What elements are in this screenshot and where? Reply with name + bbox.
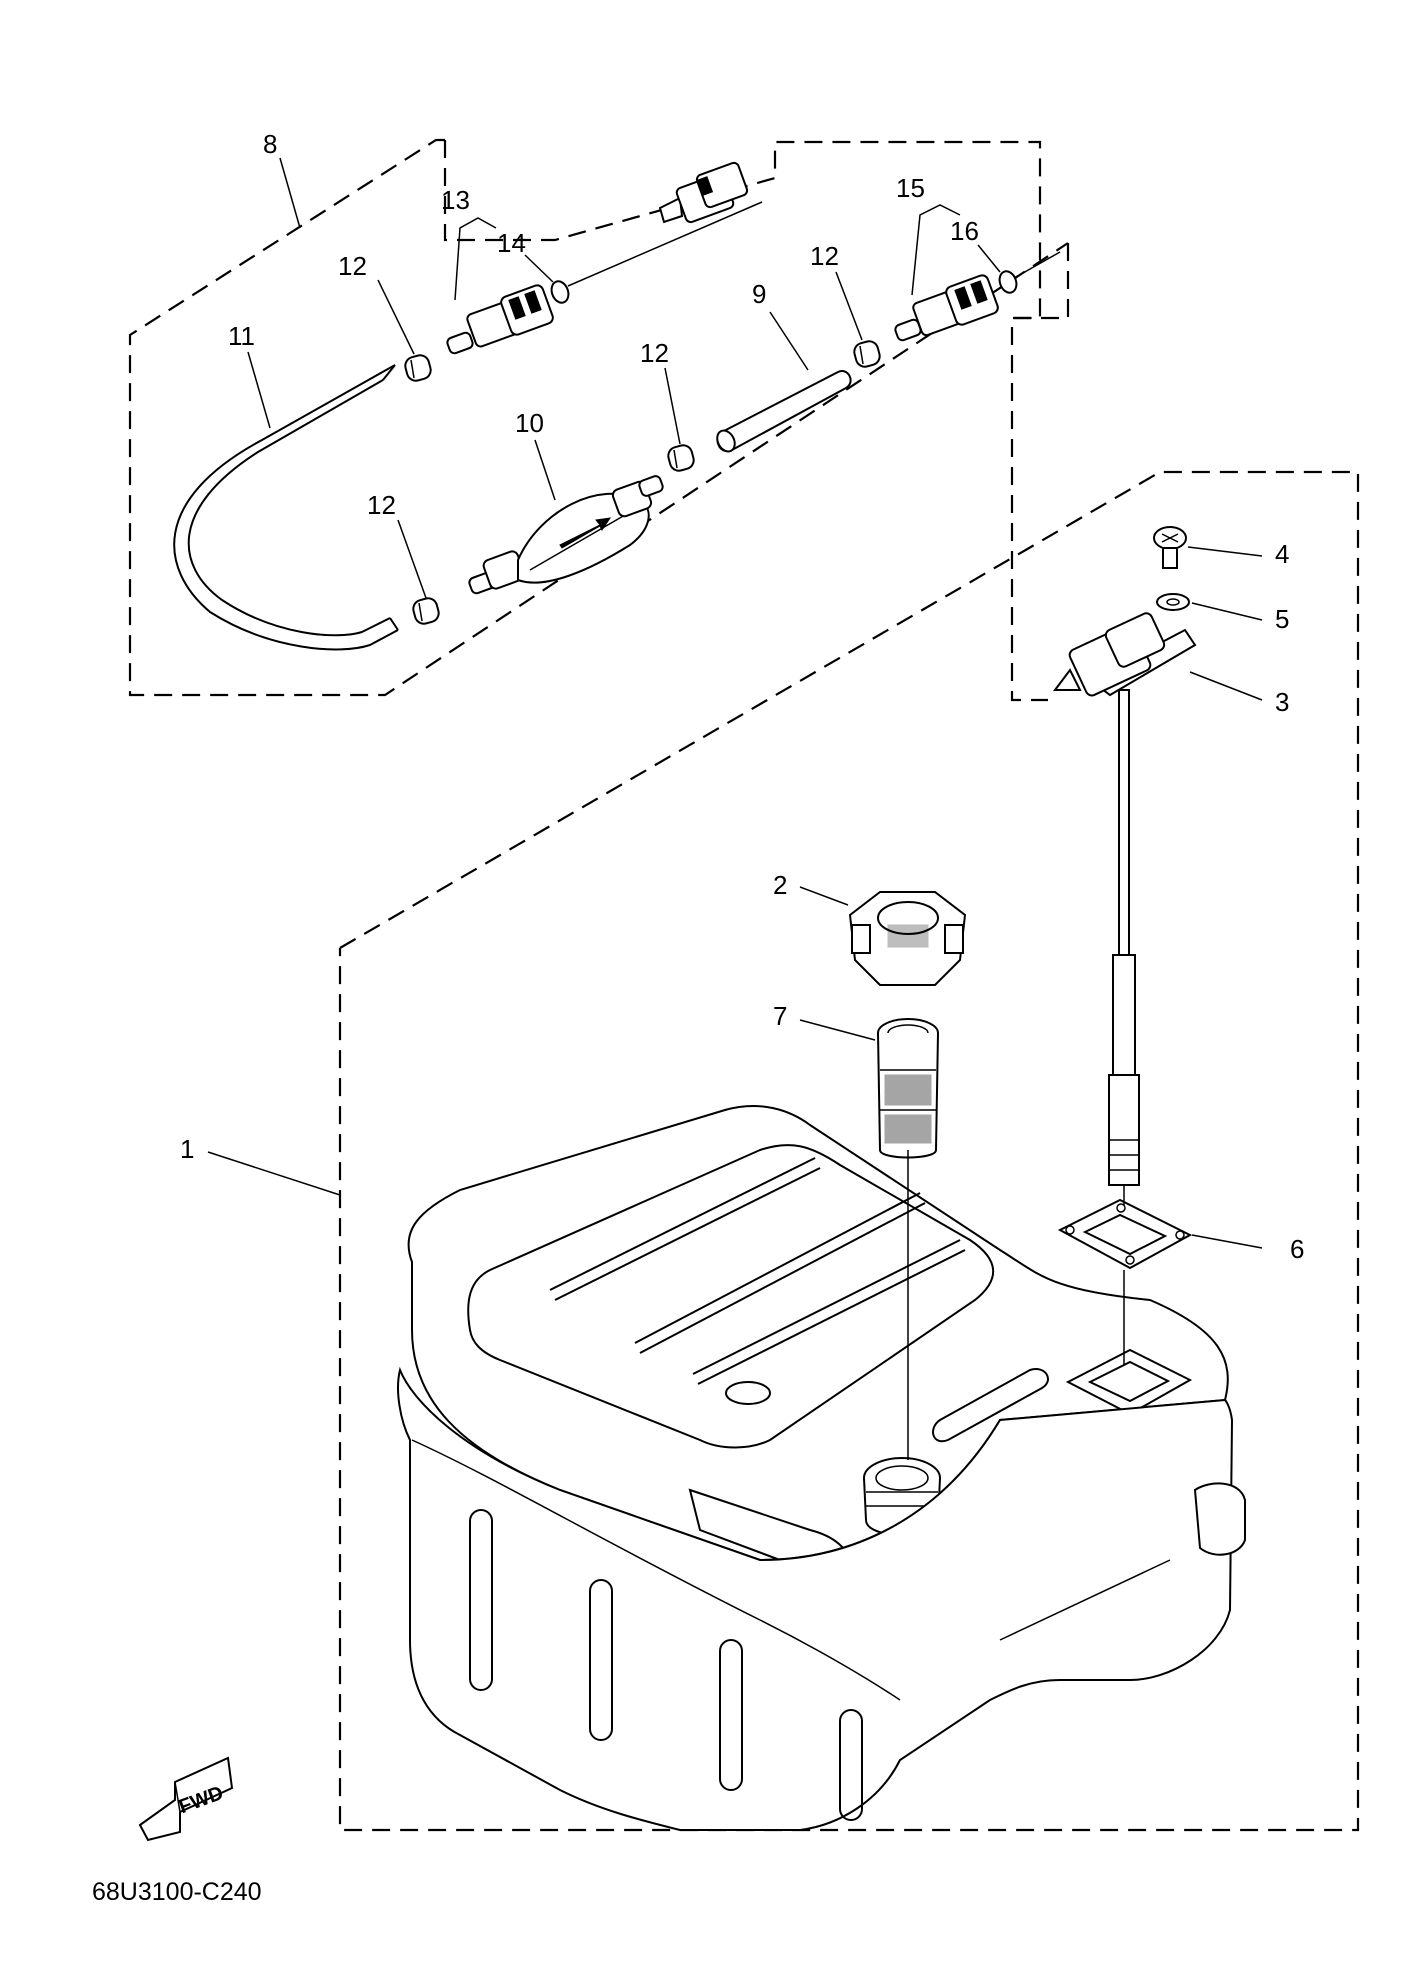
tank-assembly-outline xyxy=(338,243,1360,1832)
fuel-tank xyxy=(397,1104,1246,1831)
callout-13: 13 xyxy=(441,185,470,215)
fuel-hose-loop xyxy=(173,364,399,651)
hose-clamp-bottom-left xyxy=(412,597,440,625)
callout-8: 8 xyxy=(263,129,277,159)
callout-2: 2 xyxy=(773,870,787,900)
o-ring-right xyxy=(998,270,1018,294)
callout-14: 14 xyxy=(497,228,526,258)
gauge-gasket xyxy=(1057,1198,1193,1270)
callout-12-b: 12 xyxy=(367,490,396,520)
primer-bulb xyxy=(468,475,664,595)
washer xyxy=(1156,593,1190,611)
engine-side-connector xyxy=(658,161,749,224)
hose-connector-left xyxy=(446,284,554,355)
callout-4: 4 xyxy=(1275,539,1289,569)
callout-15: 15 xyxy=(896,173,925,203)
callout-5: 5 xyxy=(1275,604,1289,634)
hose-clamp-right xyxy=(853,340,881,368)
callout-12-c: 12 xyxy=(640,338,669,368)
callout-1: 1 xyxy=(180,1134,194,1164)
callout-3: 3 xyxy=(1275,687,1289,717)
fwd-direction-arrow: FWD xyxy=(138,1756,234,1842)
leader-lines xyxy=(207,157,1263,1249)
hose-clamp-middle xyxy=(667,444,695,472)
callout-7: 7 xyxy=(773,1001,787,1031)
hose-assembly-outline xyxy=(128,138,1069,697)
hose-clamp-top-left xyxy=(404,354,432,382)
callout-12-d: 12 xyxy=(810,241,839,271)
fuel-hose-short xyxy=(716,370,852,453)
callout-11: 11 xyxy=(228,321,255,351)
o-ring-left xyxy=(550,280,570,304)
hose-connector-right xyxy=(894,274,999,342)
drawing-code: 68U3100-C240 xyxy=(92,1878,262,1906)
callouts: 1 2 3 4 5 6 7 8 9 10 11 12 12 12 12 13 1… xyxy=(180,129,1304,1264)
callout-10: 10 xyxy=(515,408,544,438)
callout-6: 6 xyxy=(1290,1234,1304,1264)
callout-16: 16 xyxy=(950,216,979,246)
callout-12-a: 12 xyxy=(338,251,367,281)
filler-strainer xyxy=(877,1018,939,1159)
callout-9: 9 xyxy=(752,279,766,309)
filler-cap xyxy=(848,891,967,986)
screw xyxy=(1153,526,1187,569)
fuel-gauge-unit xyxy=(1053,612,1197,1186)
